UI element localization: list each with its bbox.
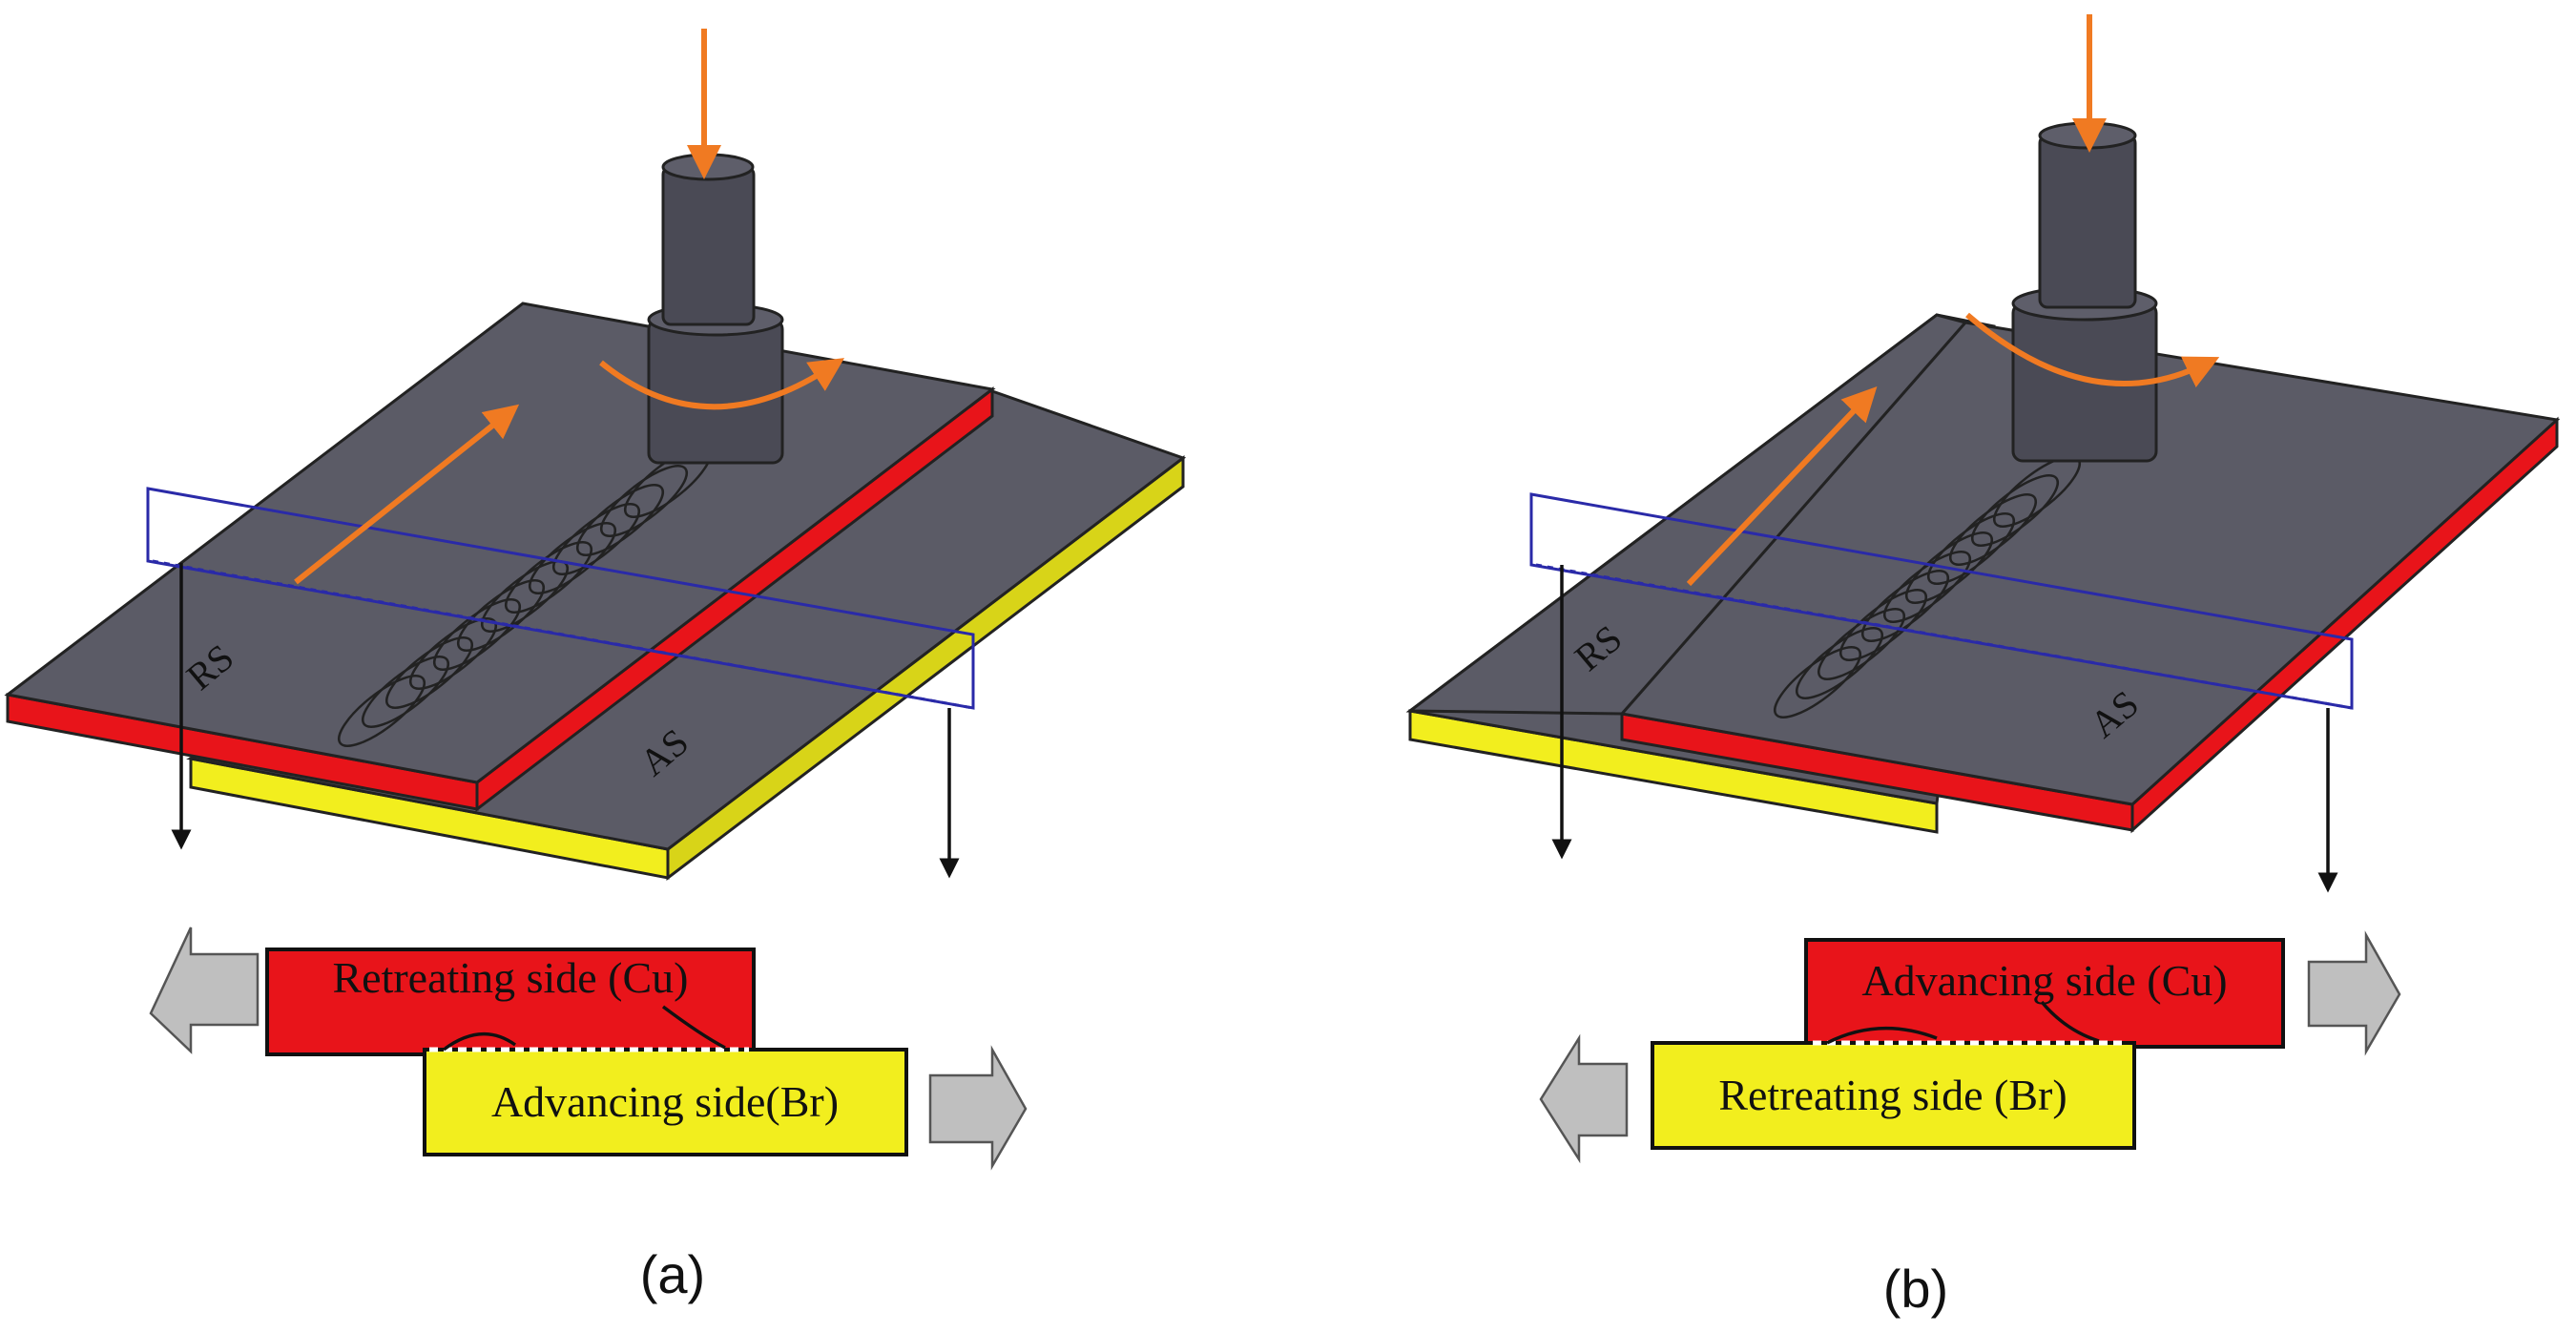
bottom-box: [1651, 1041, 2136, 1150]
cross-section-b: Advancing side (Cu) Retreating side (Br): [1539, 930, 2401, 1164]
fsw-tool: [2011, 121, 2158, 463]
top-box-label: Retreating side (Cu): [332, 953, 688, 1002]
caption-a: (a): [640, 1244, 705, 1304]
welding-direction-arrow: [1686, 385, 1878, 587]
copper-plate: [1405, 313, 2561, 834]
bottom-box-label: Retreating side (Br): [1718, 1071, 2067, 1119]
fsw-tool: [647, 153, 784, 465]
rotation-arrow: [599, 358, 845, 410]
weld-bead: [1774, 455, 2081, 719]
top-box: [265, 948, 756, 1056]
bottom-box-label: Advancing side(Br): [491, 1077, 839, 1126]
weld-bead: [338, 446, 712, 747]
retreat-arrow-icon: [1539, 1033, 1629, 1164]
bottom-box: [423, 1048, 908, 1156]
top-box-label: Advancing side (Cu): [1861, 956, 2227, 1005]
caption-b: (b): [1883, 1259, 1948, 1319]
section-plane: [1529, 492, 2354, 710]
cross-section-a: Retreating side (Cu) Advancing side(Br): [149, 927, 1028, 1171]
panel-b: RS AS Advancing side (Cu) Retreating sid…: [1405, 14, 2561, 1319]
retreat-arrow-icon: [149, 927, 260, 1054]
advance-arrow-icon: [928, 1045, 1028, 1171]
section-plane: [146, 487, 975, 710]
rotation-arrow: [1965, 312, 2220, 388]
panel-a: RS AS Retreating side (Cu) Advancing sid…: [4, 29, 1187, 1304]
welding-direction-arrow: [294, 404, 520, 585]
advance-arrow-icon: [2307, 930, 2401, 1056]
